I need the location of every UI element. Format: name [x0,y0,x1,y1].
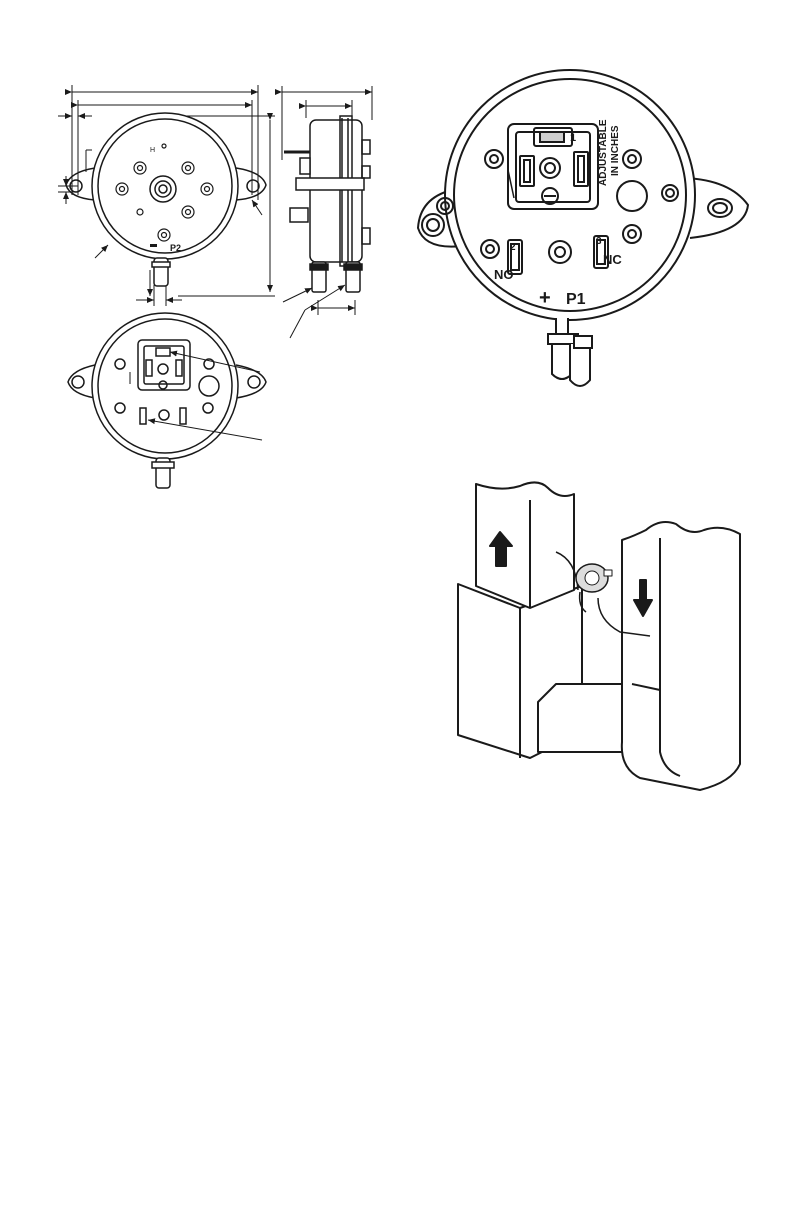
port-label-p1: P1 [566,291,586,308]
front-port-label: P2 [170,243,181,253]
front-view-drawing: H P2 [58,85,275,306]
inches-text: IN INCHES [610,125,621,176]
terminal-label-2: 2 [510,242,516,253]
duct-installation-illustration [458,482,740,790]
terminal-label-3: 3 [596,236,602,247]
back-housing-outer [92,313,238,459]
flange-hole-right [247,180,259,192]
terminal-label-1: 1 [570,132,576,144]
back-view-drawing [68,313,266,488]
terminal-view-drawing [418,70,748,386]
side-view-drawing [282,86,372,338]
side-housing [310,120,362,262]
adjustable-text: ADJUSTABLE [598,119,609,186]
label-no: NO [494,267,514,282]
return-duct [622,522,740,790]
port-sign: + [539,287,551,309]
front-top-mark: H [150,147,155,154]
terminal-housing-outer [445,70,695,320]
horizontal-duct [538,684,632,752]
label-nc: NC [603,252,622,267]
